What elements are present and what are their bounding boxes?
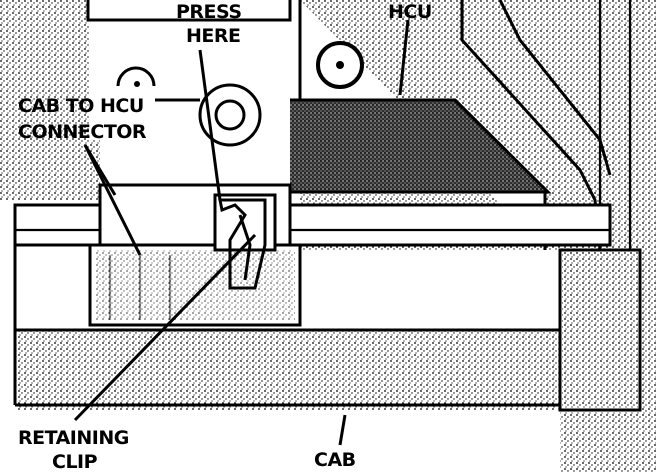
retaining-line2: CLIP bbox=[52, 451, 98, 472]
leader-lines bbox=[73, 19, 410, 446]
cab-module bbox=[13, 245, 642, 412]
label-cab-to-hcu-connector: CAB TO HCU CONNECTOR bbox=[18, 95, 147, 143]
cab-to-hcu-line1: CAB TO HCU bbox=[18, 95, 144, 117]
upper-panel bbox=[0, 0, 292, 200]
label-retaining-clip: RETAINING CLIP bbox=[18, 427, 129, 472]
cab-to-hcu-line2: CONNECTOR bbox=[18, 121, 147, 143]
press-here-line2: HERE bbox=[186, 25, 241, 47]
retaining-line1: RETAINING bbox=[18, 427, 129, 449]
label-cab: CAB bbox=[314, 449, 356, 471]
label-hcu: HCU bbox=[388, 1, 432, 23]
label-press-here: PRESS HERE bbox=[176, 1, 242, 47]
press-here-line1: PRESS bbox=[176, 1, 242, 23]
retaining-clip bbox=[218, 198, 267, 290]
mounting-bolt bbox=[116, 41, 364, 147]
